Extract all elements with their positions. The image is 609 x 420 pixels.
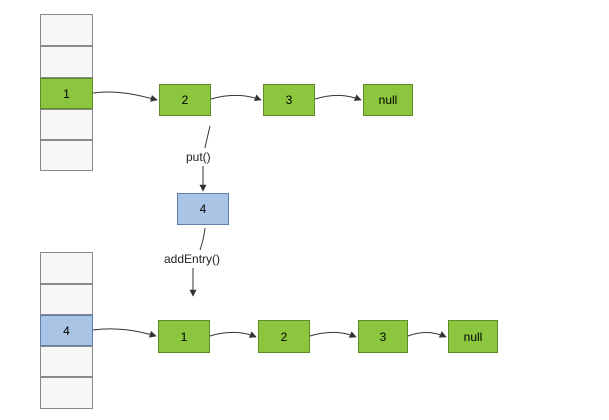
- bottom-node-1: 1: [158, 320, 210, 353]
- arrow-node-1-to-2: [209, 331, 257, 338]
- bottom-bucket-cell-2: 4: [40, 315, 93, 346]
- arrow-node-3-to-null: [314, 94, 362, 101]
- put-label: put(): [186, 150, 211, 164]
- arrow-new-entry-to-add: [199, 227, 206, 251]
- top-bucket-cell-3: [40, 109, 93, 140]
- bottom-bucket-cell-0: [40, 252, 93, 284]
- bottom-bucket-cell-3: [40, 346, 93, 377]
- arrow-node-2-to-3: [309, 331, 357, 338]
- top-bucket-cell-2: 1: [40, 78, 93, 109]
- bottom-bucket-cell-1: [40, 284, 93, 315]
- top-bucket-cell-4: [40, 140, 93, 171]
- add-entry-label: addEntry(): [164, 252, 221, 266]
- bottom-node-null: null: [448, 320, 498, 353]
- top-node-3: 3: [263, 84, 315, 116]
- arrow-bucket-to-node-2: [92, 91, 158, 102]
- arrow-chain-to-put: [204, 125, 211, 149]
- bottom-node-2: 2: [258, 320, 310, 353]
- arrow-bottom-bucket-to-node-1: [92, 328, 157, 338]
- top-node-2: 2: [159, 84, 211, 116]
- new-entry-node: 4: [177, 193, 229, 225]
- bottom-node-3: 3: [358, 320, 408, 353]
- bottom-bucket-cell-4: [40, 377, 93, 409]
- top-node-null: null: [363, 84, 413, 116]
- top-bucket-cell-1: [40, 46, 93, 78]
- arrow-node-2-to-3: [210, 94, 262, 102]
- arrow-node-3-to-null: [407, 331, 447, 338]
- top-bucket-cell-0: [40, 14, 93, 46]
